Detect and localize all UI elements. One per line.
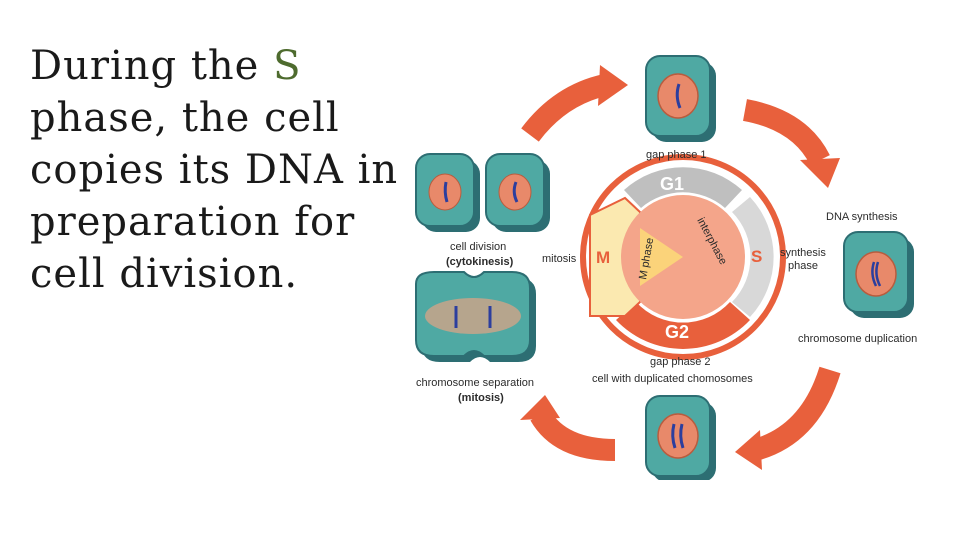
cell-division-label: cell division [450, 241, 506, 253]
cycle-arrows [520, 65, 841, 470]
cells-cytokinesis [415, 153, 550, 232]
arrow-head-bottom-right [735, 430, 762, 470]
chromosome-separation-label: chromosome separation [416, 377, 534, 389]
arrow-top-right [742, 99, 830, 166]
mitosis-label: mitosis [542, 253, 577, 265]
g2-arc [616, 302, 750, 349]
arrow-bottom-left [530, 409, 616, 461]
phase-label: phase [788, 260, 818, 272]
cell-bottom [645, 395, 716, 480]
arrow-head-top-right [800, 158, 840, 188]
cell-top [645, 55, 716, 142]
synthesis-label: synthesis [780, 247, 826, 259]
cytokinesis-label: (cytokinesis) [446, 256, 514, 268]
mitosis-paren-label: (mitosis) [458, 392, 504, 404]
arrow-top-left [521, 74, 608, 142]
arrow-bottom-right [751, 366, 841, 461]
arrow-head-bottom-left [520, 395, 560, 420]
gap-phase-2-label: gap phase 2 [650, 356, 711, 368]
s-label: S [751, 247, 762, 266]
dna-synthesis-label: DNA synthesis [826, 211, 898, 223]
m-segment [589, 196, 641, 317]
cell-duplicated-label: cell with duplicated chomosomes [592, 373, 753, 385]
g1-label: G1 [660, 174, 684, 194]
cell-right [843, 231, 914, 318]
arrow-head-top-left [598, 65, 628, 106]
cell-cycle-diagram: G1 G2 S M M phase interphase [415, 55, 917, 480]
m-phase-wedge [640, 228, 683, 286]
cycle-wheel: G1 G2 S M M phase interphase [580, 154, 786, 360]
highlight-s: S [273, 43, 302, 89]
cell-mitosis [415, 271, 536, 362]
chromosome-duplication-label: chromosome duplication [798, 333, 917, 345]
slide-text: During the S phase, the cell copies its … [30, 40, 410, 300]
m-label: M [596, 248, 610, 267]
g1-arc [624, 167, 742, 208]
gap-phase-1-label: gap phase 1 [646, 149, 707, 161]
s-arc [732, 197, 774, 317]
g2-label: G2 [665, 322, 689, 342]
text-before: During the [30, 43, 274, 89]
text-after: phase, the cell copies its DNA in prepar… [30, 95, 399, 297]
